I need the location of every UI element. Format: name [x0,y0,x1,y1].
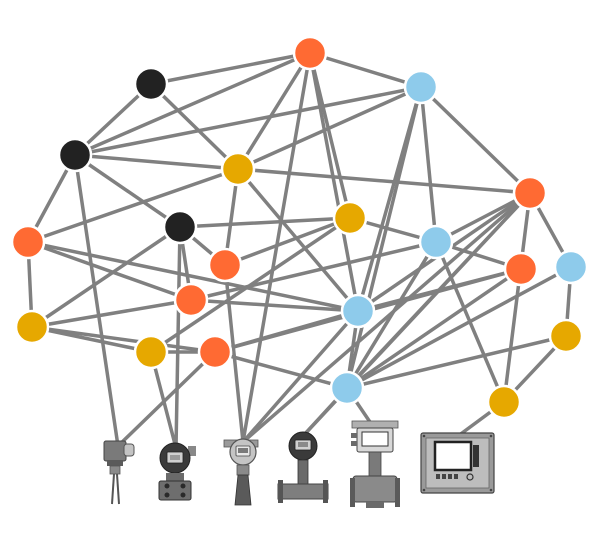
edge-n1-n16 [308,51,360,313]
node-n11-orange [512,175,548,211]
edge-n2-n20 [345,85,423,390]
node-n14-orange [173,282,209,318]
edge-n7-n14 [26,240,193,302]
edge-n9-n13 [223,216,352,267]
radar-level-transmitter-icon [223,438,259,506]
edge-n14-n16 [189,298,360,313]
edge-n10-n20 [345,240,438,390]
edge-n3-n5 [149,82,240,171]
edge-n20-n12 [345,265,573,390]
node-n21-yellow [486,384,522,420]
node-n2-blue [403,69,439,105]
edge-n4-n2 [73,85,423,157]
pressure-transmitter-icon [158,442,196,501]
node-n4-black [57,137,93,173]
node-n9-yellow [332,200,368,236]
edge-n2-n10 [419,85,438,244]
node-n19-orange [197,334,233,370]
edge-n7-n16 [26,240,360,313]
node-n17-yellow [548,318,584,354]
edges-layer [26,51,573,450]
level-probe-transmitter-icon [103,440,135,505]
panel-controller-icon [420,432,495,494]
node-n8-black [162,209,198,245]
edge-n10-n14 [189,240,438,302]
node-n13-orange [207,247,243,283]
node-n7-orange [10,224,46,260]
edge-n13-d3 [223,263,245,444]
node-n10-blue [418,224,454,260]
edge-n17-n20 [345,334,568,390]
edge-n4-d1 [73,153,120,448]
edge-n3-n4 [73,82,153,157]
node-n20-blue [329,370,365,406]
edge-n5-n2 [236,85,423,171]
node-n16-blue [340,293,376,329]
node-n3-black [133,66,169,102]
edge-n4-n8 [73,153,182,229]
flowmeter-icon [277,431,329,503]
edge-n19-n16 [213,309,360,354]
edge-n11-d3 [241,191,532,444]
edge-n15-n19 [30,325,217,354]
edge-n3-n1 [149,51,312,86]
edge-n19-d1 [116,350,217,448]
node-n6-orange [503,251,539,287]
node-n12-blue [553,249,589,285]
nodes-layer [10,35,589,420]
edge-n4-n5 [73,153,240,171]
node-n15-yellow [14,309,50,345]
edge-n2-n11 [419,85,532,195]
edge-n8-d2 [174,225,182,450]
node-n5-yellow [220,151,256,187]
edge-n11-n10 [434,191,532,244]
edge-n8-n9 [178,216,352,229]
node-n1-orange [292,35,328,71]
edge-n14-n15 [30,298,193,329]
control-valve-icon [350,420,400,508]
edge-n4-n1 [73,51,312,157]
edge-n5-n7 [26,167,240,244]
edge-n1-n5 [236,51,312,171]
devices-layer [103,420,495,508]
edge-n1-n2 [308,51,423,89]
edge-n5-n16 [236,167,360,313]
edge-n8-n15 [30,225,182,329]
node-n18-yellow [133,334,169,370]
edge-n19-n20 [213,350,349,390]
edge-n5-n11 [236,167,532,195]
edge-n16-d3 [241,309,360,444]
edge-n6-n20 [345,267,523,390]
